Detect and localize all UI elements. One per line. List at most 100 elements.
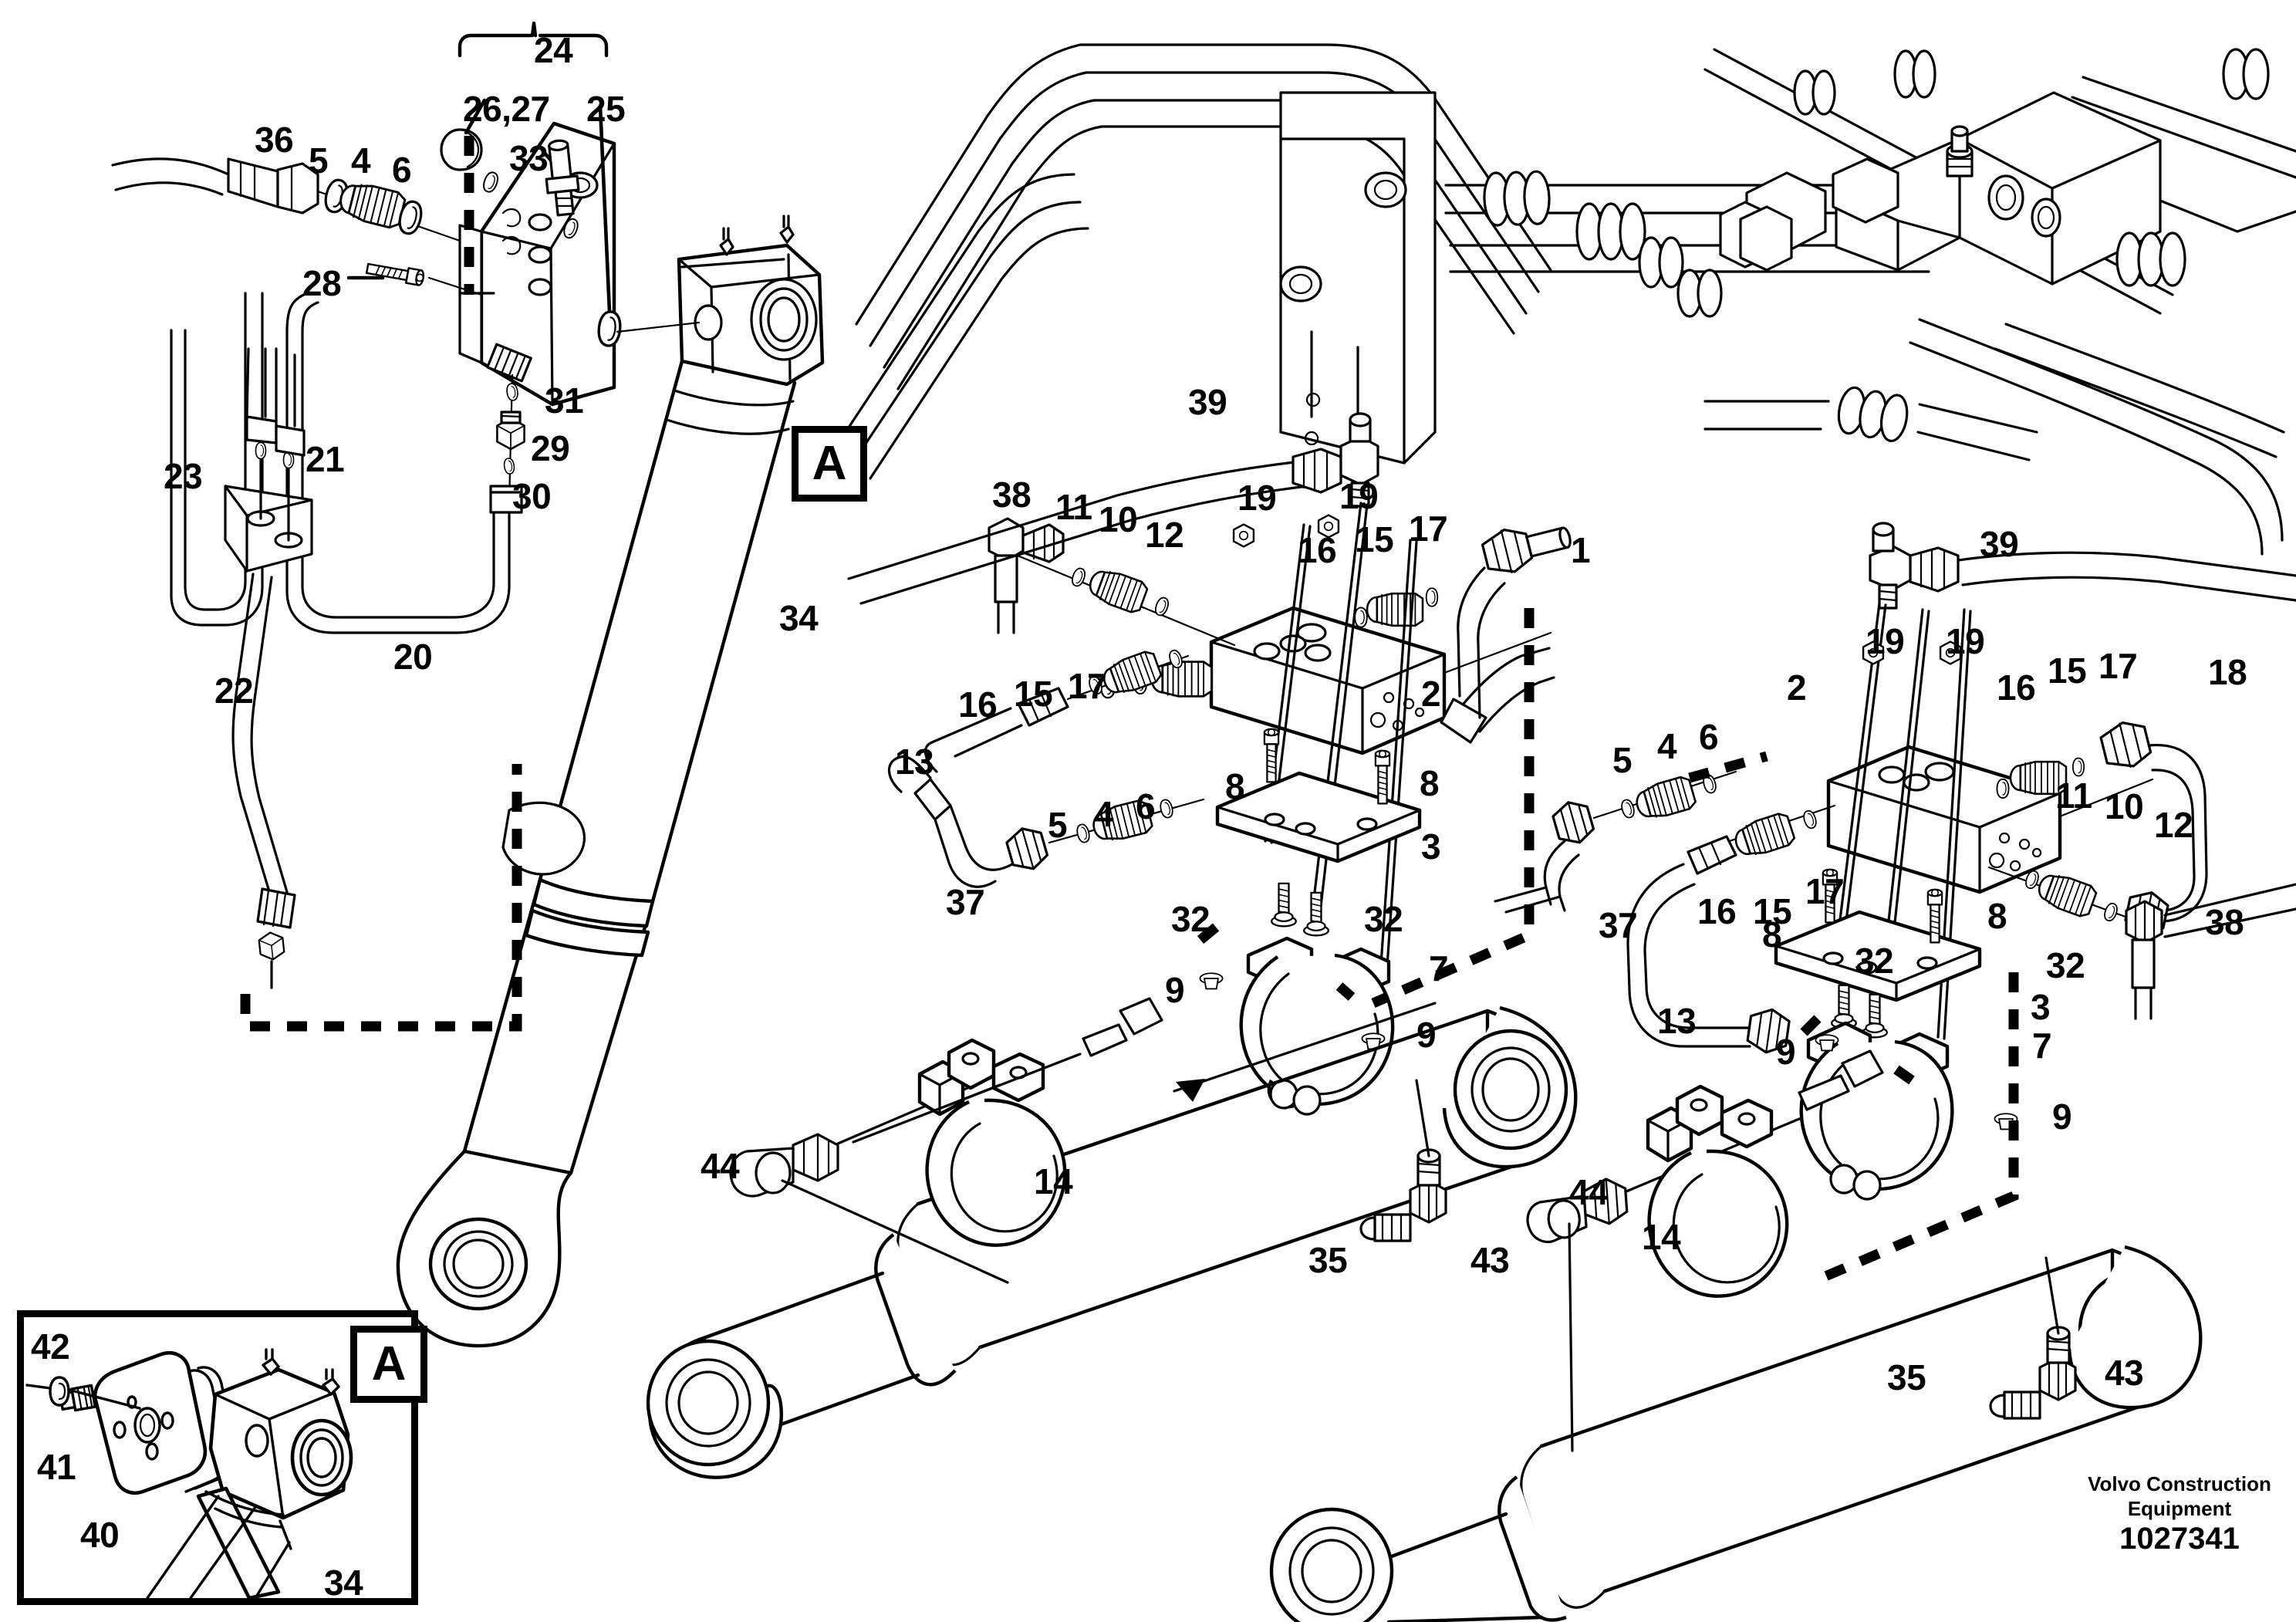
callout-34: 34 bbox=[779, 598, 819, 638]
callout-23: 23 bbox=[164, 456, 203, 496]
callout-35: 35 bbox=[1887, 1357, 1926, 1397]
callout-5: 5 bbox=[1048, 805, 1068, 845]
clamp-14-right bbox=[1646, 1084, 1789, 1298]
callout-34: 34 bbox=[324, 1563, 363, 1603]
callout-39: 39 bbox=[1980, 524, 2019, 564]
callout-9: 9 bbox=[1776, 1032, 1796, 1072]
callout-8: 8 bbox=[1420, 763, 1440, 803]
callout-19: 19 bbox=[1866, 621, 1905, 661]
callout-2: 2 bbox=[1787, 667, 1807, 708]
callout-9: 9 bbox=[2052, 1097, 2072, 1137]
clamp-14-center bbox=[917, 1038, 1067, 1247]
callout-15: 15 bbox=[1355, 519, 1394, 559]
cylinder-35-right bbox=[1269, 1049, 2203, 1622]
detail-letter-a-main: A bbox=[792, 426, 867, 502]
callout-41: 41 bbox=[37, 1447, 76, 1487]
callout-5: 5 bbox=[1612, 740, 1633, 780]
callout-6: 6 bbox=[392, 150, 412, 190]
callout-16: 16 bbox=[1697, 891, 1737, 931]
callout-13: 13 bbox=[895, 742, 934, 782]
callout-15: 15 bbox=[2048, 650, 2087, 691]
hydraulic-manifold-block-top-right bbox=[1703, 48, 2296, 315]
callout-9: 9 bbox=[1416, 1015, 1437, 1055]
callout-42: 42 bbox=[31, 1326, 70, 1367]
callout-38: 38 bbox=[992, 475, 1032, 515]
callout-11: 11 bbox=[2055, 776, 2092, 816]
callout-2: 2 bbox=[1421, 674, 1441, 714]
callout-35: 35 bbox=[1308, 1240, 1348, 1280]
callout-37: 37 bbox=[946, 882, 985, 922]
callout-16: 16 bbox=[958, 684, 998, 725]
callout-4: 4 bbox=[1657, 726, 1677, 766]
brand-line-2: Equipment bbox=[2127, 1497, 2232, 1520]
callout-32: 32 bbox=[1171, 899, 1210, 939]
callout-6: 6 bbox=[1699, 717, 1719, 757]
callout-14: 14 bbox=[1034, 1161, 1073, 1201]
callout-16: 16 bbox=[1997, 667, 2036, 708]
callout-9: 9 bbox=[1165, 970, 1185, 1010]
callout-12: 12 bbox=[2154, 805, 2193, 845]
return-hose-right bbox=[1703, 318, 2285, 556]
callout-20: 20 bbox=[393, 637, 433, 677]
callout-3: 3 bbox=[1421, 826, 1441, 867]
cylinder-35-center bbox=[646, 997, 1578, 1479]
hose-fitting-cluster-top bbox=[1444, 170, 1930, 318]
callout-10: 10 bbox=[1099, 499, 1138, 539]
callout-7: 7 bbox=[1429, 948, 1449, 988]
callout-43: 43 bbox=[2105, 1353, 2144, 1393]
callout-17: 17 bbox=[2098, 646, 2138, 686]
callout-17: 17 bbox=[1805, 871, 1845, 911]
callout-12: 12 bbox=[1145, 515, 1184, 555]
callout-28: 28 bbox=[302, 263, 342, 303]
callout-44: 44 bbox=[701, 1146, 740, 1186]
callout-6: 6 bbox=[1136, 786, 1156, 826]
callout-22: 22 bbox=[214, 671, 254, 711]
left-valve-block-24 bbox=[111, 21, 701, 1032]
callout-14: 14 bbox=[1642, 1217, 1681, 1257]
callout-18: 18 bbox=[2208, 652, 2247, 692]
callout-11: 11 bbox=[1055, 487, 1092, 527]
callout-4: 4 bbox=[1094, 794, 1114, 834]
callout-7: 7 bbox=[2032, 1026, 2052, 1066]
callout-33: 33 bbox=[509, 138, 549, 178]
callout-39: 39 bbox=[1188, 382, 1227, 422]
brand-line-1: Volvo Construction bbox=[2088, 1472, 2271, 1495]
callout-8: 8 bbox=[1987, 896, 2007, 936]
callout-19: 19 bbox=[1237, 478, 1277, 518]
callout-36: 36 bbox=[255, 120, 294, 160]
callout-8: 8 bbox=[1762, 914, 1782, 955]
cylinder-34 bbox=[396, 215, 825, 1348]
callout-21: 21 bbox=[306, 439, 345, 479]
callout-17: 17 bbox=[1409, 509, 1448, 549]
callout-19: 19 bbox=[1339, 476, 1379, 516]
callout-13: 13 bbox=[1657, 1001, 1697, 1041]
document-number: 1027341 bbox=[2119, 1522, 2240, 1556]
callout-38: 38 bbox=[2205, 902, 2244, 942]
callout-29: 29 bbox=[531, 428, 570, 468]
callout-31: 31 bbox=[545, 380, 584, 421]
callout-44: 44 bbox=[1569, 1172, 1609, 1212]
callout-17: 17 bbox=[1068, 666, 1107, 706]
callout-26-27: 26,27 bbox=[463, 89, 550, 129]
detail-letter-a-inset: A bbox=[350, 1326, 427, 1403]
callout-40: 40 bbox=[80, 1515, 120, 1555]
detail-a-artwork: .iln { fill:none; stroke:#000; stroke-wi… bbox=[25, 1348, 353, 1600]
callout-32: 32 bbox=[1364, 899, 1403, 939]
callout-15: 15 bbox=[1753, 891, 1792, 931]
callout-5: 5 bbox=[309, 140, 329, 181]
callout-43: 43 bbox=[1470, 1240, 1510, 1280]
callout-3: 3 bbox=[2031, 987, 2051, 1027]
mount-bracket-plate bbox=[1279, 91, 1437, 465]
callout-32: 32 bbox=[2046, 945, 2085, 985]
callout-10: 10 bbox=[2105, 786, 2144, 826]
callout-1: 1 bbox=[1571, 530, 1591, 570]
valve-block-assembly-right bbox=[1494, 522, 2296, 1286]
callout-25: 25 bbox=[586, 89, 626, 129]
callout-16: 16 bbox=[1298, 530, 1337, 570]
callout-32: 32 bbox=[1855, 941, 1894, 981]
callout-8: 8 bbox=[1225, 766, 1245, 806]
callout-37: 37 bbox=[1599, 905, 1638, 945]
callout-15: 15 bbox=[1014, 674, 1053, 714]
